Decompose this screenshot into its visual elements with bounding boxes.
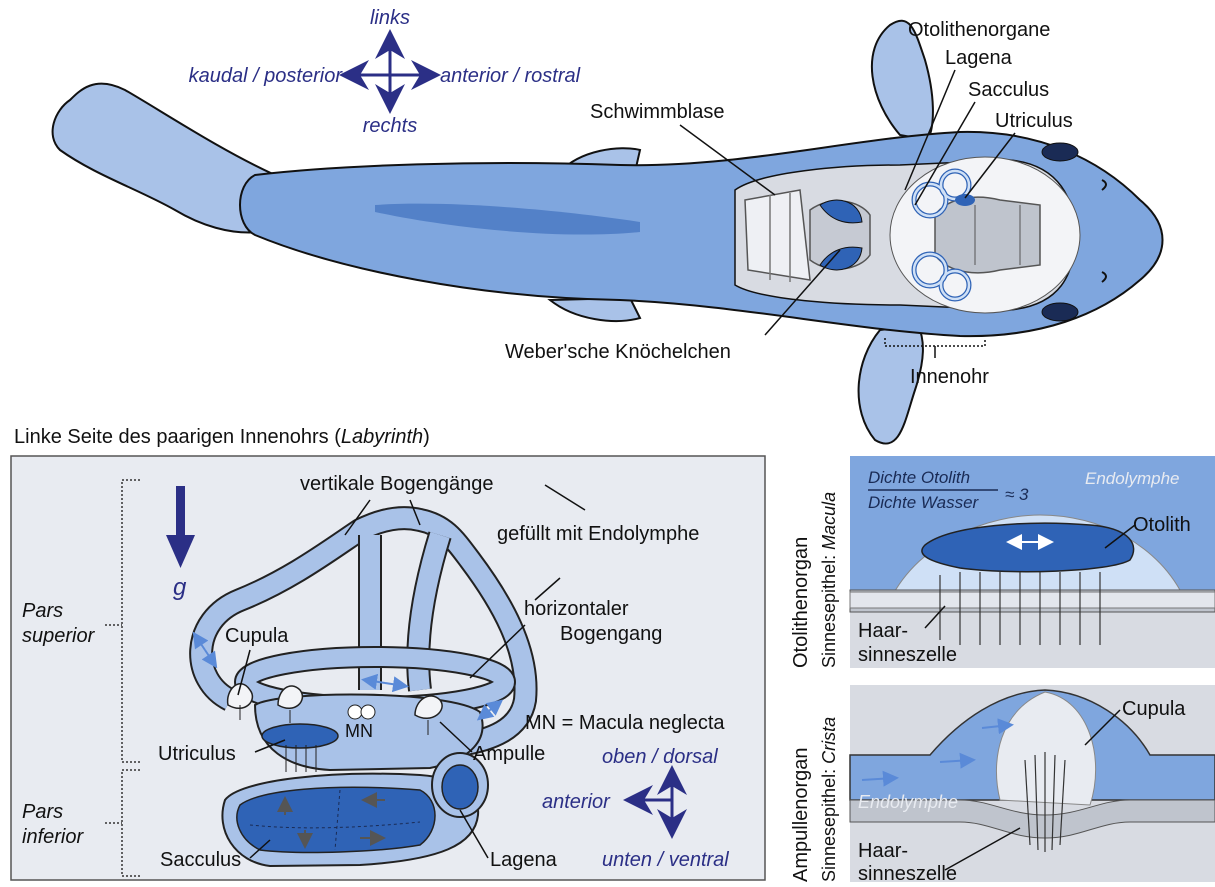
label-lagena-lab: Lagena xyxy=(490,849,558,871)
brain xyxy=(935,197,1040,273)
formula-den: Dichte Wasser xyxy=(868,493,980,512)
ampullen-haar-1: Haar- xyxy=(858,840,908,862)
dir-left-label: kaudal / posterior xyxy=(189,65,344,87)
label-mn-def: MN = Macula neglecta xyxy=(525,712,725,734)
dir-dorsal: oben / dorsal xyxy=(602,746,718,768)
dir-down-label: rechts xyxy=(363,115,417,137)
label-horizontaler-2: Bogengang xyxy=(560,623,662,645)
label-vertikale: vertikale Bogengänge xyxy=(300,473,493,495)
label-otolithenorgane: Otolithenorgane xyxy=(908,19,1050,41)
label-cupula-amp: Cupula xyxy=(1122,698,1186,720)
pelvic-fin-bottom xyxy=(550,298,640,321)
label-utriculus-fish: Utriculus xyxy=(995,110,1073,132)
swim-bladder xyxy=(745,190,810,280)
label-ampulle: Ampulle xyxy=(473,743,545,765)
otolith-haar-1: Haar- xyxy=(858,620,908,642)
ampullen-side-title: Ampullenorgan xyxy=(790,747,812,882)
pars-superior-2: superior xyxy=(22,625,96,647)
label-utriculus-lab: Utriculus xyxy=(158,743,236,765)
dir-anterior: anterior xyxy=(542,791,611,813)
otolith-endolymphe: Endolymphe xyxy=(1085,469,1180,488)
dir-ventral: unten / ventral xyxy=(602,849,729,871)
dir-up-label: links xyxy=(370,7,410,29)
svg-text:g: g xyxy=(173,574,187,601)
eye-icon xyxy=(1042,143,1078,161)
label-otolith: Otolith xyxy=(1133,514,1191,536)
ampullen-panel: Cupula Endolymphe Haar- sinneszelle xyxy=(850,685,1215,885)
otolith-side-title: Otolithenorgan xyxy=(790,537,812,668)
formula-rel: ≈ 3 xyxy=(1005,485,1029,504)
dir-right-label: anterior / rostral xyxy=(440,65,581,87)
ampullen-endolymphe: Endolymphe xyxy=(858,792,958,812)
label-sacculus-lab: Sacculus xyxy=(160,849,241,871)
ampullen-haar-2: sinneszelle xyxy=(858,863,957,885)
label-endolymphe: gefüllt mit Endolymphe xyxy=(497,523,699,545)
label-sacculus-fish: Sacculus xyxy=(968,79,1049,101)
label-weber: Weber'sche Knöchelchen xyxy=(505,341,731,363)
label-innenohr: Innenohr xyxy=(910,366,989,388)
otolith-panel: Dichte Otolith Dichte Wasser ≈ 3 Endolym… xyxy=(850,456,1215,668)
ampullen-side-sub: Sinnesepithel: Crista xyxy=(819,717,839,882)
label-horizontaler-1: horizontaler xyxy=(524,598,629,620)
pars-inferior-1: Pars xyxy=(22,801,63,823)
labyrinth-title: Linke Seite des paarigen Innenohrs (Laby… xyxy=(14,426,430,448)
label-mn: MN xyxy=(345,721,373,741)
pars-inferior-2: inferior xyxy=(22,826,84,848)
otolith-haar-2: sinneszelle xyxy=(858,644,957,666)
otolith-side-sub: Sinnesepithel: Macula xyxy=(819,492,839,668)
pars-superior-1: Pars xyxy=(22,600,63,622)
label-schwimmblase: Schwimmblase xyxy=(590,101,724,123)
label-cupula-lab: Cupula xyxy=(225,625,289,647)
compass-top: links rechts kaudal / posterior anterior… xyxy=(189,7,581,137)
eye-icon xyxy=(1042,303,1078,321)
formula-num: Dichte Otolith xyxy=(868,468,970,487)
label-lagena-fish: Lagena xyxy=(945,47,1013,69)
